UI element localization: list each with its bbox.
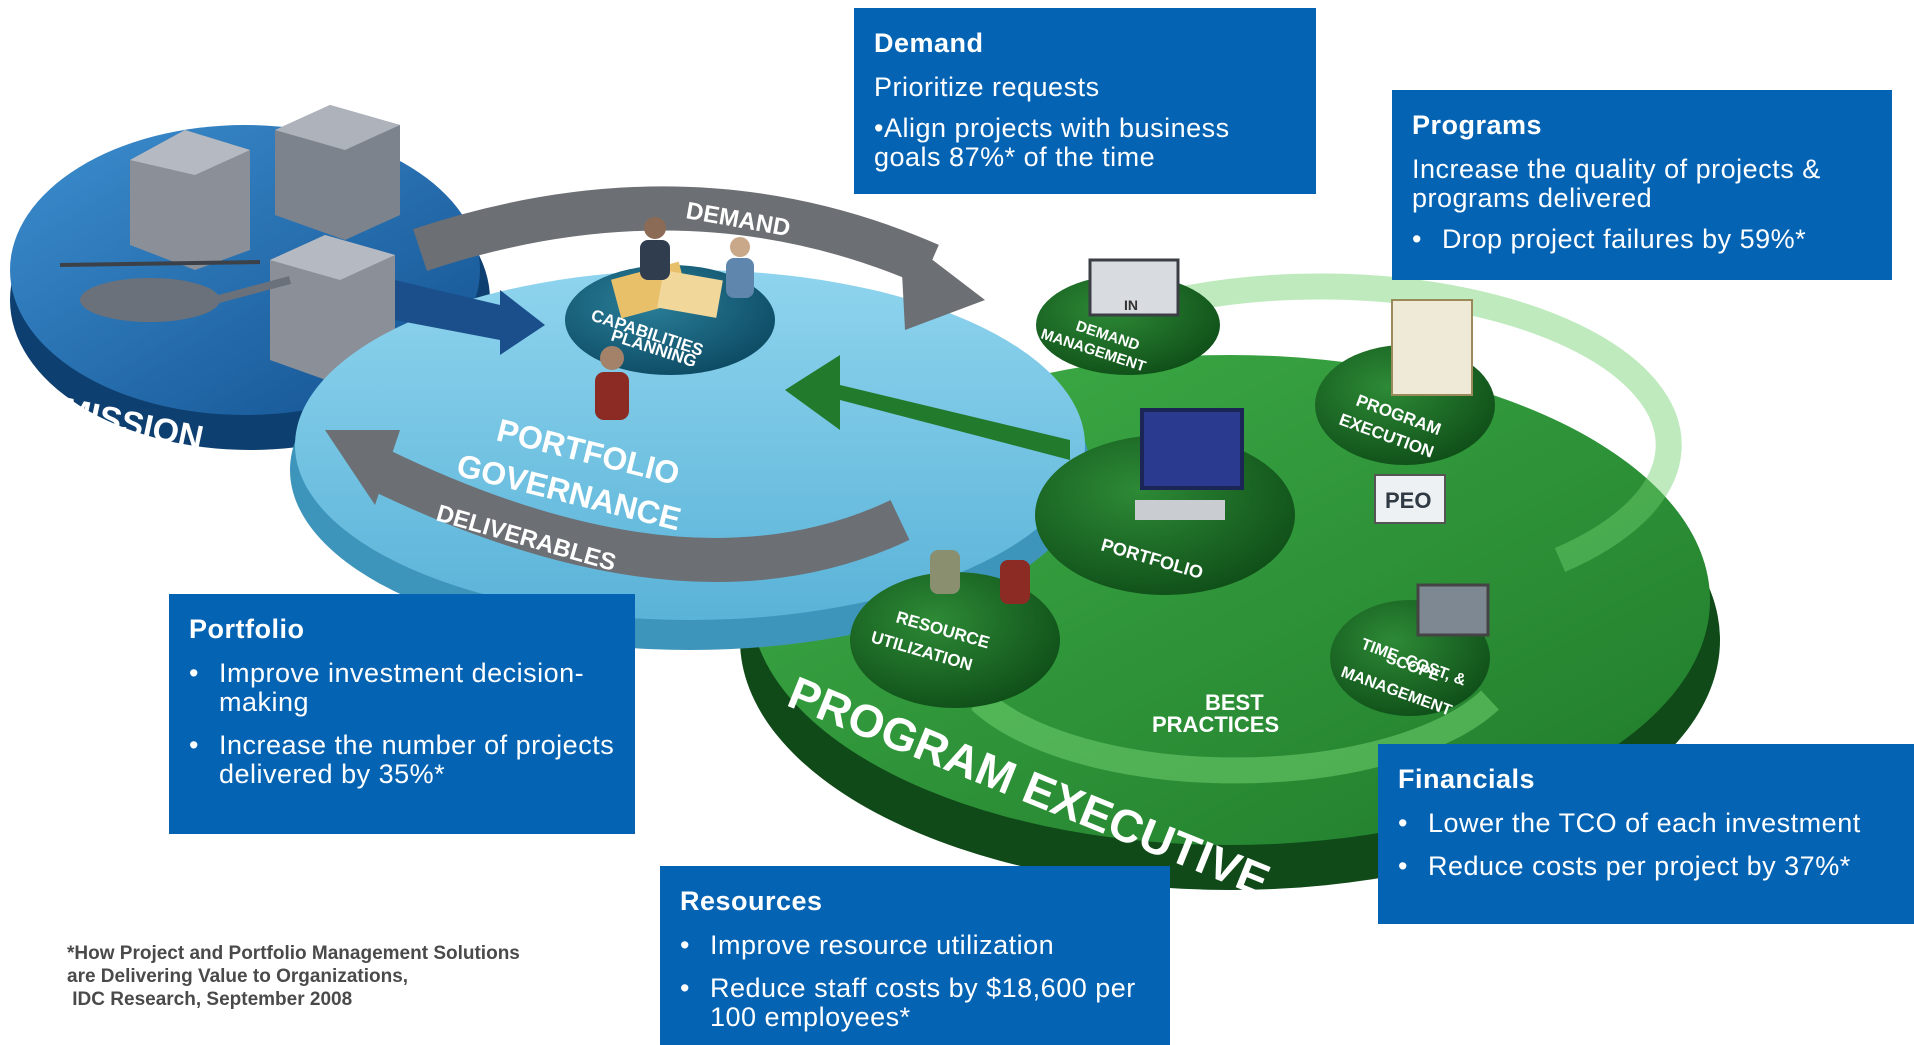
financials-callout: Financials Lower the TCO of each investm… bbox=[1378, 744, 1914, 924]
buildings-icon bbox=[130, 105, 400, 385]
peo-sign-icon bbox=[1374, 474, 1446, 524]
mission-arrow bbox=[395, 280, 545, 355]
people-icon bbox=[595, 217, 754, 420]
demand-callout-text: Prioritize requests bbox=[874, 72, 1100, 102]
source-footnote: *How Project and Portfolio Management So… bbox=[67, 942, 627, 1011]
demand-callout-list: Align projects with business goals 87%* … bbox=[874, 114, 1296, 172]
portfolio-callout: Portfolio Improve investment decision-ma… bbox=[169, 594, 635, 834]
programs-callout-bullet: Drop project failures by 59%* bbox=[1412, 225, 1872, 254]
resources-callout-bullet-2: Reduce staff costs by $18,600 per 100 em… bbox=[680, 974, 1150, 1032]
programs-callout-text: Increase the quality of projects & progr… bbox=[1412, 154, 1821, 213]
financials-callout-title: Financials bbox=[1398, 764, 1536, 794]
programs-callout-list: Drop project failures by 59%* bbox=[1412, 225, 1872, 254]
portfolio-callout-bullet-2: Increase the number of projects delivere… bbox=[189, 731, 615, 789]
footnote-line-1: *How Project and Portfolio Management So… bbox=[67, 943, 520, 964]
footnote-line-3: IDC Research, September 2008 bbox=[67, 989, 353, 1010]
program-execution-node bbox=[1315, 299, 1495, 465]
inbox-label: IN bbox=[1124, 297, 1138, 313]
portfolio-node bbox=[1035, 408, 1295, 595]
portfolio-callout-list: Improve investment decision-making Incre… bbox=[189, 659, 615, 789]
programs-callout-title: Programs bbox=[1412, 110, 1543, 140]
programs-callout: Programs Increase the quality of project… bbox=[1392, 90, 1892, 280]
best-practices-label-1: BEST bbox=[1205, 690, 1264, 715]
portfolio-callout-bullet-1: Improve investment decision-making bbox=[189, 659, 615, 717]
portfolio-governance-disc bbox=[290, 186, 1090, 650]
demand-management-node bbox=[1036, 258, 1220, 375]
resources-callout-bullet-1: Improve resource utilization bbox=[680, 931, 1150, 960]
financials-callout-bullet-2: Reduce costs per project by 37%* bbox=[1398, 852, 1894, 881]
financials-callout-bullet-1: Lower the TCO of each investment bbox=[1398, 809, 1894, 838]
time-cost-scope-node bbox=[1330, 583, 1490, 716]
portfolio-callout-title: Portfolio bbox=[189, 614, 305, 644]
return-arrow bbox=[785, 355, 1070, 460]
resources-callout-list: Improve resource utilization Reduce staf… bbox=[680, 931, 1150, 1032]
demand-callout: Demand Prioritize requests Align project… bbox=[854, 8, 1316, 194]
resource-utilization-node bbox=[850, 550, 1060, 708]
footnote-line-2: are Delivering Value to Organizations, bbox=[67, 966, 409, 987]
resources-callout: Resources Improve resource utilization R… bbox=[660, 866, 1170, 1045]
best-practices-label-2: PRACTICES bbox=[1152, 712, 1279, 737]
peo-label: PEO bbox=[1385, 488, 1431, 513]
demand-callout-bullet: Align projects with business goals 87%* … bbox=[874, 114, 1296, 172]
helicopter-icon bbox=[59, 260, 292, 322]
demand-callout-title: Demand bbox=[874, 28, 984, 58]
resources-callout-title: Resources bbox=[680, 886, 823, 916]
financials-callout-list: Lower the TCO of each investment Reduce … bbox=[1398, 809, 1894, 881]
